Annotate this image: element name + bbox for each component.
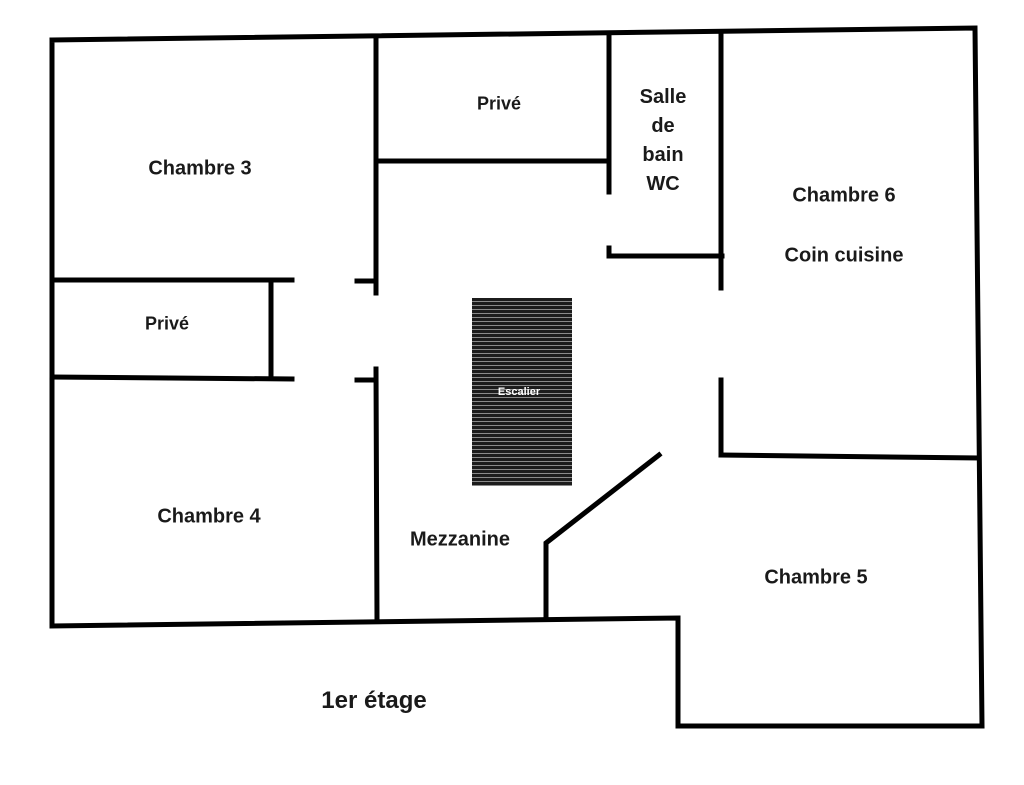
label-sdb-line-4: WC: [646, 173, 680, 195]
label-chambre-5: Chambre 5: [764, 566, 868, 589]
label-sdb-line-2: de: [651, 115, 675, 137]
outer-wall: [49, 25, 985, 729]
label-coin-cuisine: Coin cuisine: [784, 244, 904, 267]
staircase: [472, 298, 572, 486]
wall: [49, 374, 295, 382]
label-mezzanine: Mezzanine: [409, 528, 511, 551]
label-sdb-line-3: bain: [642, 144, 684, 166]
label-sdb-line-1: Salle: [639, 86, 687, 108]
floor-label: 1er étage: [321, 687, 427, 714]
wall: [543, 451, 663, 621]
label-prive-left: Privé: [144, 313, 190, 334]
label-escalier: Escalier: [497, 386, 541, 398]
label-chambre-4: Chambre 4: [157, 505, 261, 528]
wall: [373, 366, 380, 623]
wall: [718, 452, 981, 461]
label-chambre-3: Chambre 3: [148, 157, 252, 180]
label-salle-de-bain: Salle de bain WC: [640, 83, 687, 199]
label-prive-top: Privé: [476, 93, 522, 114]
label-chambre-6: Chambre 6: [792, 184, 896, 207]
